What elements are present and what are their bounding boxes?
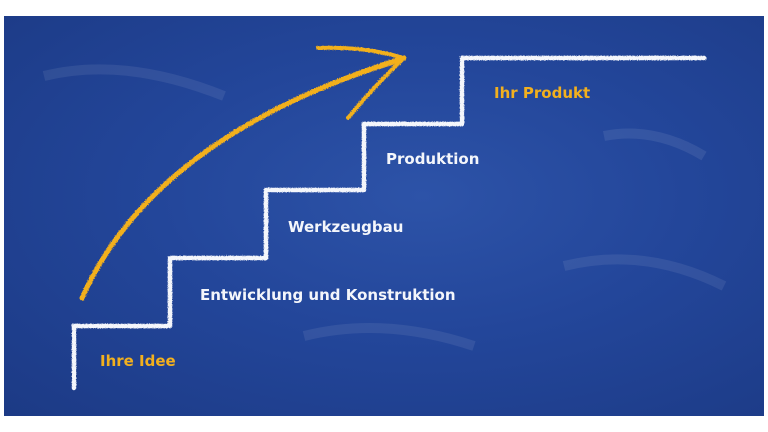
chalk-smudges — [42, 64, 727, 351]
step-label-ihre-idee: Ihre Idee — [100, 352, 176, 370]
step-label-produktion: Produktion — [386, 150, 480, 168]
chalk-staircase-icon — [71, 55, 707, 391]
step-label-ihr-produkt: Ihr Produkt — [494, 84, 591, 102]
chalk-drawing — [42, 45, 727, 391]
chalkboard-background: Ihre Idee Entwicklung und Konstruktion W… — [4, 16, 764, 416]
chalk-arrow-icon — [79, 45, 407, 301]
step-label-entwicklung: Entwicklung und Konstruktion — [200, 286, 456, 304]
step-label-werkzeugbau: Werkzeugbau — [288, 218, 404, 236]
